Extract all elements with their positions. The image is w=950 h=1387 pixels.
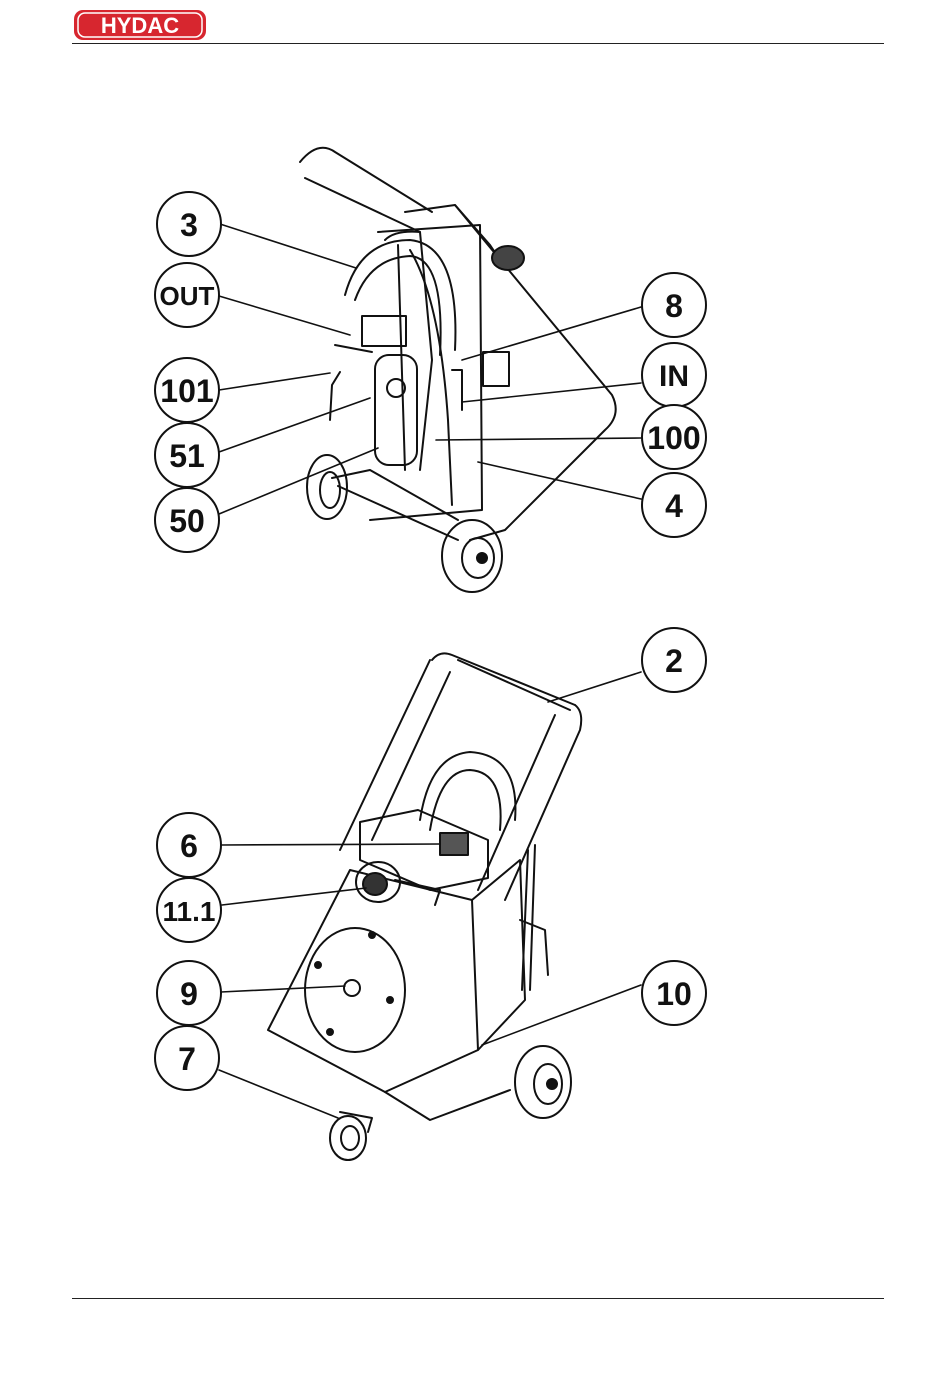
hose-coil-3	[385, 232, 432, 470]
callout-4: 4	[642, 473, 706, 537]
svg-text:11.1: 11.1	[163, 896, 216, 927]
filter-housing	[375, 355, 417, 465]
wheel-right-axle	[477, 553, 487, 563]
svg-text:50: 50	[169, 503, 205, 539]
figure-top-unit	[300, 148, 616, 592]
callout-7: 7	[155, 1026, 219, 1090]
inlet-plug-center	[363, 873, 387, 895]
svg-text:51: 51	[169, 438, 205, 474]
callout-10: 10	[642, 961, 706, 1025]
callout-6: 6	[157, 813, 221, 877]
callout-9: 9	[157, 961, 221, 1025]
switch	[440, 833, 468, 855]
rear-hose-coil-2	[430, 770, 501, 830]
cover-plate	[305, 928, 405, 1052]
label-plate	[483, 352, 509, 386]
tank-cap	[492, 246, 524, 270]
callout-50: 50	[155, 488, 219, 552]
tank-side	[472, 860, 525, 1050]
callout-8: 8	[642, 273, 706, 337]
svg-text:9: 9	[180, 976, 198, 1012]
callout-3: 3	[157, 192, 221, 256]
wheel-left-hub	[320, 472, 340, 508]
callout-out: OUT	[155, 263, 219, 327]
handle-bar	[300, 148, 432, 212]
svg-text:3: 3	[180, 207, 198, 243]
callout-100: 100	[642, 405, 706, 469]
handle-bar-lower	[305, 178, 420, 232]
svg-text:100: 100	[647, 420, 700, 456]
side-hose-2	[530, 845, 535, 990]
callout-2: 2	[642, 628, 706, 692]
base	[385, 1090, 510, 1120]
leaders-bottom	[219, 672, 641, 1118]
svg-text:101: 101	[160, 373, 213, 409]
leaders-top	[219, 224, 641, 514]
svg-text:6: 6	[180, 828, 198, 864]
svg-text:IN: IN	[659, 360, 689, 393]
castor-wheel	[330, 1116, 366, 1160]
callout-101: 101	[155, 358, 219, 422]
svg-text:8: 8	[665, 288, 683, 324]
callout-51: 51	[155, 423, 219, 487]
callouts-bottom: 2 6 11.1 9 7 10	[155, 628, 706, 1090]
castor-hub	[341, 1126, 359, 1150]
figure-bottom-unit	[268, 653, 581, 1160]
tank-body	[268, 870, 478, 1092]
svg-text:10: 10	[656, 976, 692, 1012]
callout-11-1: 11.1	[157, 878, 221, 942]
svg-text:7: 7	[178, 1041, 196, 1077]
svg-text:OUT: OUT	[160, 281, 215, 311]
callout-in: IN	[642, 343, 706, 407]
hose-vertical	[398, 245, 405, 470]
svg-text:4: 4	[665, 488, 683, 524]
left-rail	[340, 660, 430, 850]
inlet-valve	[452, 370, 462, 410]
svg-text:2: 2	[665, 643, 683, 679]
valve-lever	[330, 372, 340, 420]
back-plate	[370, 225, 482, 520]
cover-center	[344, 980, 360, 996]
rear-handle-2	[458, 660, 570, 710]
rear-handle	[432, 653, 575, 705]
